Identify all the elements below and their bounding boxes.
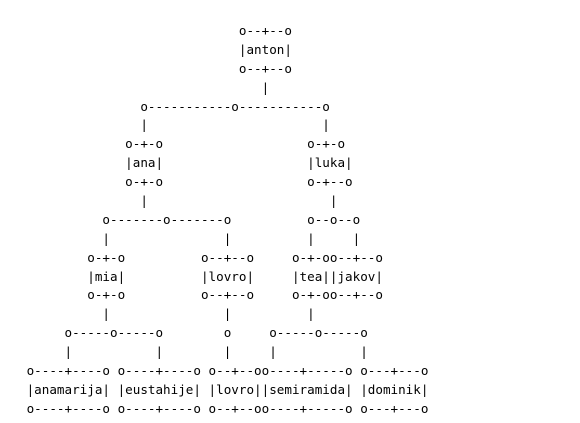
- tree-line: |mia| |lovro| |tea||jakov|: [19, 268, 383, 284]
- tree-line: o-------o-------o o--o--o: [19, 211, 361, 227]
- tree-line: | |: [19, 117, 330, 133]
- tree-line: o-----------o-----------o: [19, 98, 330, 114]
- tree-line: o-+-o o-+-o: [19, 136, 346, 152]
- tree-line: o-+-o o--+--o o-+-oo--+--o: [19, 249, 383, 265]
- tree-line: o--+--o: [19, 60, 292, 76]
- tree-line: | |: [19, 193, 338, 209]
- tree-line: |anamarija| |eustahije| |lovro||semirami…: [19, 381, 429, 397]
- tree-line: | | | |: [19, 230, 361, 246]
- tree-line: |anton|: [19, 41, 292, 57]
- tree-line: |ana| |luka|: [19, 155, 353, 171]
- tree-line: | | |: [19, 306, 315, 322]
- tree-line: | | | | |: [19, 344, 368, 360]
- tree-line: o-+-o o--+--o o-+-oo--+--o: [19, 287, 383, 303]
- tree-line: o-+-o o-+--o: [19, 174, 353, 190]
- family-tree-diagram: o--+--o |anton| o--+--o | o-----------o-…: [19, 22, 429, 419]
- tree-line: o----+----o o----+----o o--+--oo----+---…: [19, 363, 429, 379]
- tree-line: o--+--o: [19, 23, 292, 38]
- tree-line: o----+----o o----+----o o--+--oo----+---…: [19, 400, 429, 416]
- tree-line: o-----o-----o o o-----o-----o: [19, 325, 368, 341]
- tree-line: |: [19, 79, 270, 95]
